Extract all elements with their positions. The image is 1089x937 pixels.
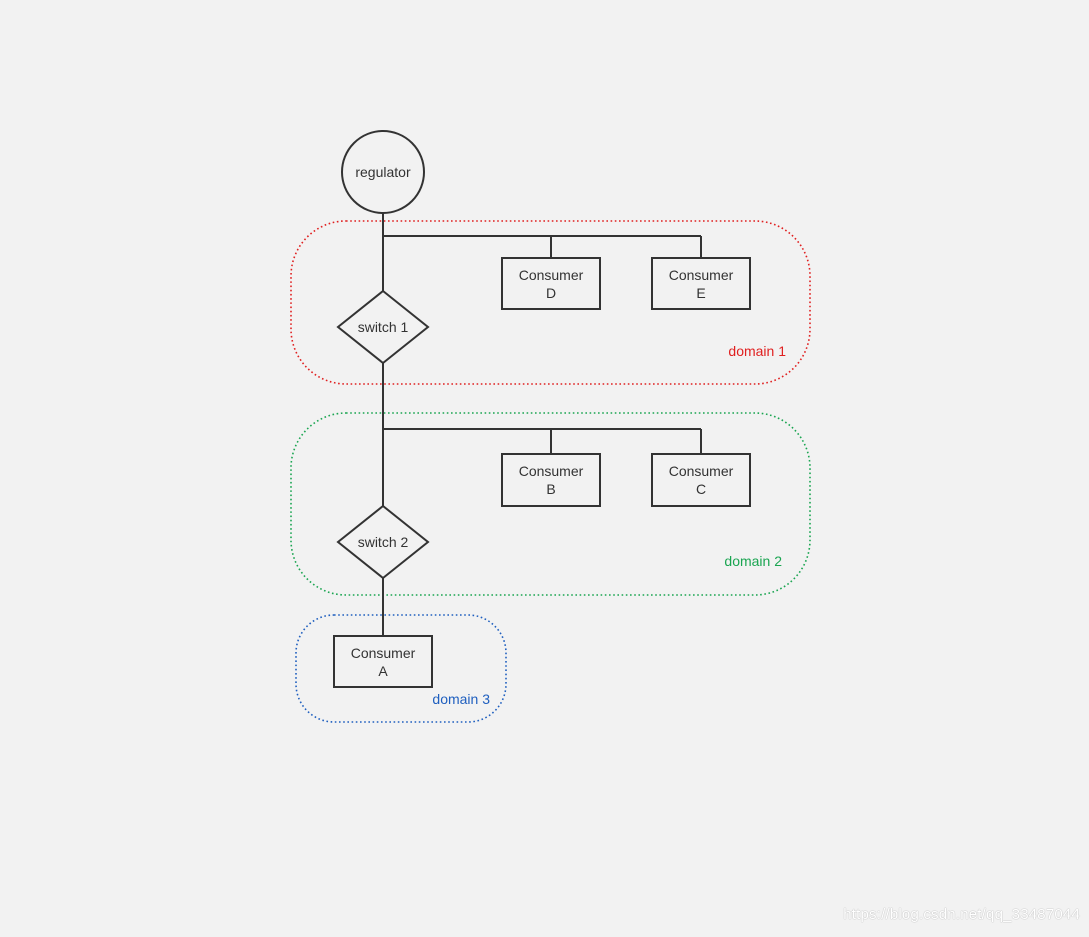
switch-2-node[interactable]: switch 2 bbox=[336, 504, 430, 580]
consumer-c-label-line-2: C bbox=[696, 481, 706, 497]
consumer-a-label-line-1: Consumer bbox=[351, 645, 416, 661]
consumer-a-label-line-2: A bbox=[378, 663, 388, 679]
consumer-d-label-line-1: Consumer bbox=[519, 267, 584, 283]
domain-2-region bbox=[290, 412, 811, 596]
domain-3-label: domain 3 bbox=[432, 691, 490, 707]
regulator-shape bbox=[341, 130, 425, 214]
switch-1-shape bbox=[336, 289, 430, 365]
switch-2-label: switch 2 bbox=[358, 534, 409, 550]
consumer-a-node[interactable]: Consumer A bbox=[333, 635, 433, 688]
consumer-c-label-line-1: Consumer bbox=[669, 463, 734, 479]
domain-1-label: domain 1 bbox=[728, 343, 786, 359]
consumer-c-node[interactable]: Consumer C bbox=[651, 453, 751, 507]
consumer-b-shape bbox=[501, 453, 601, 507]
consumer-b-label-line-2: B bbox=[546, 481, 555, 497]
consumer-d-label-line-2: D bbox=[546, 285, 556, 301]
watermark-text: https://blog.csdn.net/qq_33487044 bbox=[843, 906, 1080, 923]
consumer-a-shape bbox=[333, 635, 433, 688]
switch-1-node[interactable]: switch 1 bbox=[336, 289, 430, 365]
consumer-b-label-line-1: Consumer bbox=[519, 463, 584, 479]
consumer-d-node[interactable]: Consumer D bbox=[501, 257, 601, 310]
domain-1-region bbox=[290, 220, 811, 385]
regulator-node[interactable]: regulator bbox=[341, 130, 425, 214]
consumer-b-node[interactable]: Consumer B bbox=[501, 453, 601, 507]
consumer-d-shape bbox=[501, 257, 601, 310]
consumer-e-node[interactable]: Consumer E bbox=[651, 257, 751, 310]
connector-lines bbox=[382, 213, 702, 636]
consumer-c-shape bbox=[651, 453, 751, 507]
consumer-e-label-line-2: E bbox=[696, 285, 705, 301]
consumer-e-label-line-1: Consumer bbox=[669, 267, 734, 283]
regulator-label: regulator bbox=[355, 164, 411, 180]
consumer-e-shape bbox=[651, 257, 751, 310]
switch-2-shape bbox=[336, 504, 430, 580]
domain-2-label: domain 2 bbox=[724, 553, 782, 569]
switch-1-label: switch 1 bbox=[358, 319, 409, 335]
